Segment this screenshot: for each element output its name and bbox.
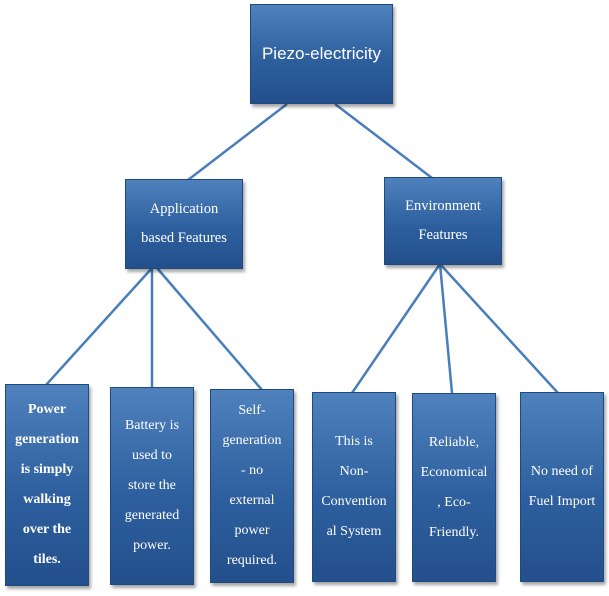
connector-environment-child-1: [350, 263, 442, 394]
root-node: Piezo-electricity: [250, 4, 393, 104]
environment-child-1-node: This is Non- Convention al System: [312, 392, 396, 582]
connector-environment-child-2: [438, 263, 454, 394]
environment-features-node: Environment Features: [384, 177, 502, 265]
environment-child-2-label: Reliable, Economical , Eco- Friendly.: [420, 434, 488, 540]
application-child-3-node: Self- generation - no external power req…: [210, 389, 294, 583]
root-node-label: Piezo-electricity: [261, 44, 382, 63]
environment-child-3-node: No need of Fuel Import: [520, 392, 604, 582]
application-child-1-label: Power generation is simply walking over …: [15, 402, 79, 567]
application-child-3-label: Self- generation - no external power req…: [222, 403, 282, 568]
connector-application-child-3: [156, 267, 263, 391]
application-features-node: Application based Features: [125, 179, 243, 269]
application-features-label: Application based Features: [141, 201, 227, 246]
application-child-2-node: Battery is used to store the generated p…: [110, 387, 194, 585]
connector-application-child-1: [45, 267, 153, 386]
application-child-2-label: Battery is used to store the generated p…: [124, 418, 180, 553]
environment-child-2-node: Reliable, Economical , Eco- Friendly.: [412, 393, 496, 582]
connector-root-environment: [334, 103, 433, 179]
environment-features-label: Environment Features: [405, 198, 481, 243]
connector-root-application: [187, 103, 288, 181]
environment-child-1-label: This is Non- Convention al System: [321, 434, 387, 539]
connector-environment-child-3: [439, 263, 559, 394]
environment-child-3-label: No need of Fuel Import: [528, 464, 596, 509]
application-child-1-node: Power generation is simply walking over …: [5, 384, 89, 586]
